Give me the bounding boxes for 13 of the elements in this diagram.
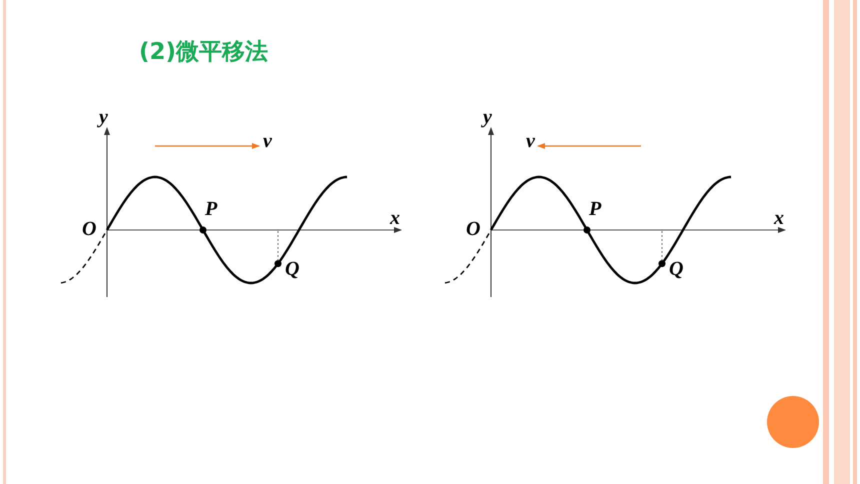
- title: (2)微平移法: [139, 38, 268, 66]
- velocity-label: v: [263, 131, 272, 151]
- origin-label: O: [466, 219, 480, 239]
- point-label: Q: [285, 259, 300, 279]
- axis-label: y: [99, 107, 108, 127]
- point-label: Q: [669, 259, 684, 279]
- point-label: P: [205, 199, 218, 219]
- axis-label: x: [390, 208, 400, 228]
- velocity-label: v: [526, 131, 535, 151]
- axis-label: y: [483, 107, 492, 127]
- origin-label: O: [82, 219, 96, 239]
- point-label: P: [589, 199, 602, 219]
- axis-label: x: [774, 208, 784, 228]
